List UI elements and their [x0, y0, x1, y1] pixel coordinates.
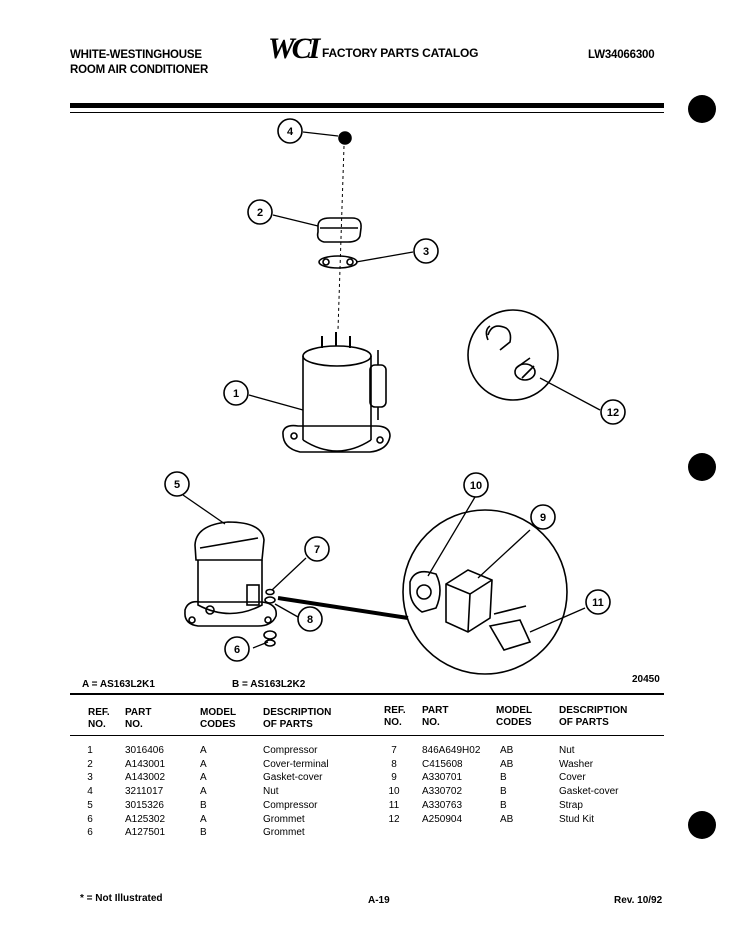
header-rule-thin: [70, 112, 664, 113]
callout-7: 7: [314, 544, 320, 556]
header-ref-left: REF.NO.: [88, 707, 110, 730]
table-header-rule: [70, 735, 664, 736]
wci-logo: WCI: [268, 32, 320, 65]
callout-9: 9: [540, 512, 546, 524]
binder-hole-top: [688, 95, 716, 123]
table-top-rule: [70, 693, 664, 695]
callout-2: 2: [257, 207, 263, 219]
callout-8: 8: [307, 614, 313, 626]
binder-hole-middle: [688, 453, 716, 481]
header-ref-right: REF.NO.: [384, 705, 406, 728]
exploded-parts-diagram: 4 2 3 12 1 5 10 9 7 11 6 8: [164, 118, 626, 675]
terminal-cover-part: [316, 217, 362, 243]
model-code-b: B = AS163L2K2: [232, 679, 306, 690]
callout-10: 10: [470, 480, 482, 492]
callout-6: 6: [234, 644, 240, 656]
binder-hole-bottom: [688, 811, 716, 839]
callout-12: 12: [607, 407, 619, 419]
brand-line-1: WHITE-WESTINGHOUSE: [70, 49, 202, 61]
brand-line-2: ROOM AIR CONDITIONER: [70, 64, 209, 76]
callout-11: 11: [592, 597, 604, 609]
catalog-title: FACTORY PARTS CATALOG: [322, 46, 479, 60]
stud-kit-detail: [467, 309, 559, 401]
callout-4: 4: [287, 126, 294, 138]
model-number: LW34066300: [588, 49, 655, 61]
revision-date: Rev. 10/92: [614, 895, 663, 906]
terminal-cover-detail: [402, 509, 568, 675]
page-number: A-19: [368, 895, 390, 906]
callout-3: 3: [423, 246, 429, 258]
gasket-cover-part: [318, 255, 358, 269]
drawing-number: 20450: [632, 674, 660, 685]
not-illustrated-note: * = Not Illustrated: [80, 893, 163, 904]
compressor-5: [184, 521, 278, 627]
header-rule: [70, 103, 664, 108]
nut-part: [338, 131, 352, 145]
callout-1: 1: [233, 388, 239, 400]
compressor-1: [282, 332, 391, 453]
callout-5: 5: [174, 479, 180, 491]
model-code-a: A = AS163L2K1: [82, 679, 155, 690]
